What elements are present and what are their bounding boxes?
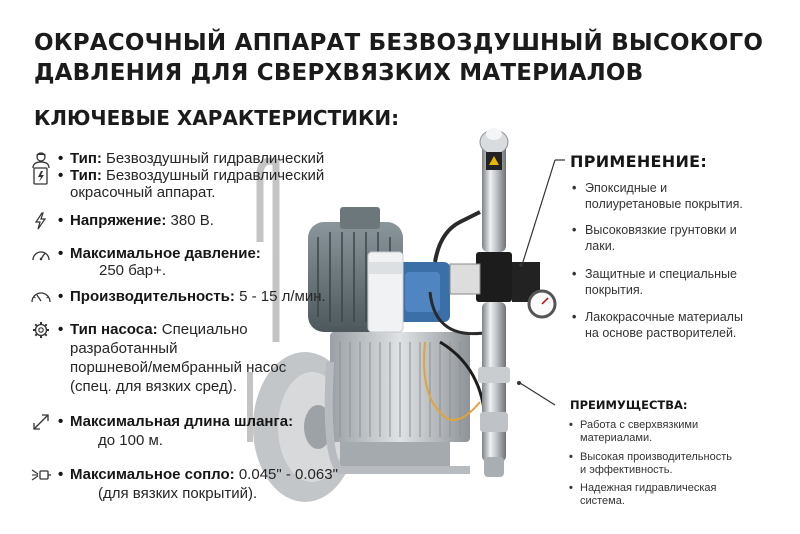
gauge-icon [32,251,50,261]
diagonal-arrows-icon [33,414,49,430]
spec-label: Максимальное сопло: [70,466,235,483]
title-line-2: ДАВЛЕНИЯ ДЛЯ СВЕРХВЯЗКИХ МАТЕРИАЛОВ [34,60,644,86]
spec-value: Безвоздушный гидравлический [106,150,325,167]
spec-value-line-4: (спец. для вязких сред). [70,378,237,395]
spec-label: Производительность: [70,288,235,305]
worker-icon [32,152,50,168]
spec-value-line-3: поршневой/мембранный насос [70,359,287,376]
spec-label: Тип насоса: [70,321,158,338]
spec-value: 250 бар+. [99,262,167,279]
spec-value: 0.045" - 0.063" [238,466,338,483]
spec-label: Тип: [70,150,102,167]
page-title: ОКРАСОЧНЫЙ АППАРАТ БЕЗВОЗДУШНЫЙ ВЫСОКОГО… [34,28,774,88]
spray-nozzle-icon [31,469,51,481]
spec-value: 5 - 15 л/мин. [239,288,326,305]
spec-value-line-2: (для вязких покрытий). [98,485,258,502]
spec-label: Максимальное давление: [70,245,261,262]
application-heading: ПРИМЕНЕНИЕ: [570,152,708,171]
spec-value-line-2: разработанный [70,340,178,357]
paint-sprayer-image [247,128,557,502]
spec-value: Специально [161,321,248,338]
spec-label: Напряжение: [70,212,167,229]
spec-value: до 100 м. [98,432,163,449]
speedometer-icon [31,292,51,303]
spec-label: Максимальная длина шланга: [70,413,294,430]
key-specs-heading: КЛЮЧЕВЫЕ ХАРАКТЕРИСТИКИ: [34,106,400,130]
electric-panel-icon [33,167,48,185]
spec-label: Тип: [70,167,102,184]
spec-value-line-2: окрасочный аппарат. [70,184,216,201]
title-line-1: ОКРАСОЧНЫЙ АППАРАТ БЕЗВОЗДУШНЫЙ ВЫСОКОГО [34,30,764,56]
advantages-heading: ПРЕИМУЩЕСТВА: [570,398,688,412]
gear-icon [33,322,49,338]
spec-value: Безвоздушный гидравлический [106,167,325,184]
spec-value: 380 В. [170,212,214,229]
lightning-icon [34,212,47,230]
